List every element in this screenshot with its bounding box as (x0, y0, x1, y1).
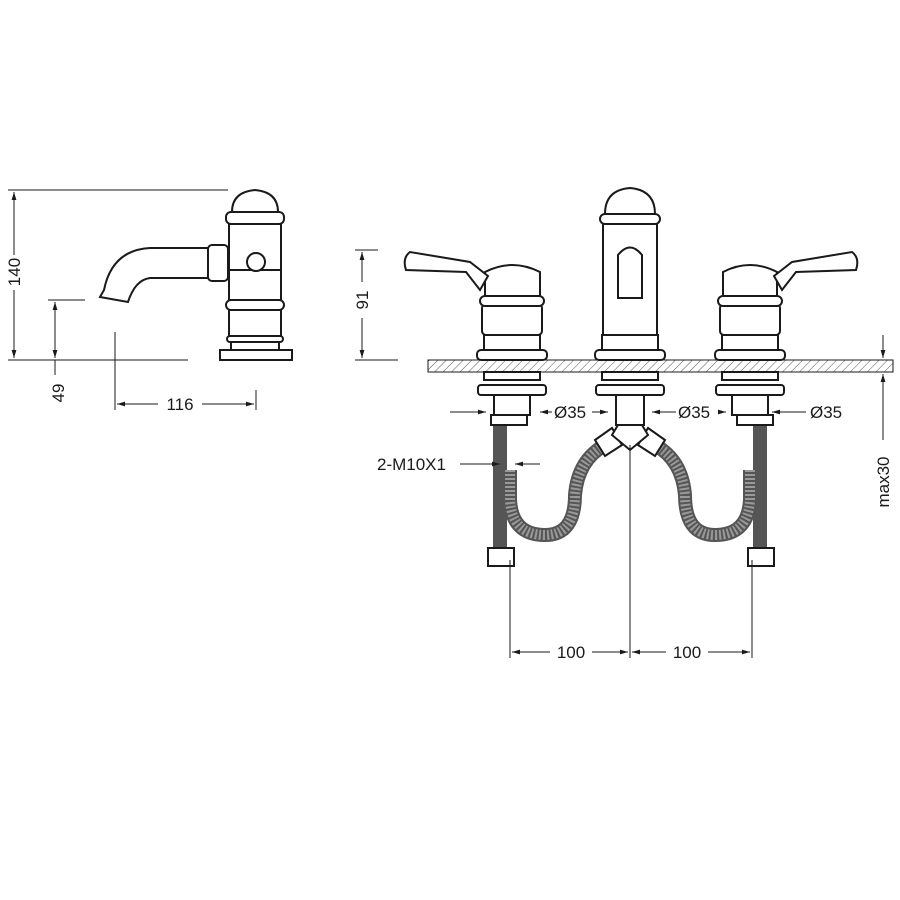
diameter-dimension-center: Ø35 (678, 403, 710, 422)
spacing-dimension-right: 100 (673, 643, 701, 662)
diameter-dimension-right: Ø35 (810, 403, 842, 422)
countertop-section (427, 359, 894, 373)
side-faucet-body (219, 188, 293, 361)
front-view: 91 Ø35 Ø35 Ø35 2-M10X1 max30 100 100 (353, 186, 894, 662)
handle-hub-icon (246, 252, 266, 272)
right-valve-handle (714, 250, 859, 361)
center-spout (594, 186, 666, 361)
diameter-dimension-left: Ø35 (554, 403, 586, 422)
left-valve-handle (403, 250, 548, 361)
height-dimension: 140 (5, 258, 24, 286)
reach-dimension: 116 (166, 395, 193, 414)
side-spout (98, 244, 229, 304)
deck-thickness-dimension: max30 (874, 456, 893, 507)
side-view: 140 49 116 (5, 188, 293, 414)
mounting-hardware (477, 371, 785, 426)
handle-height-dimension: 91 (353, 291, 372, 310)
thread-size-label: 2-M10X1 (377, 455, 446, 474)
spacing-dimension-left: 100 (557, 643, 585, 662)
supply-hoses (487, 414, 775, 567)
spout-height-dimension: 49 (49, 384, 68, 403)
